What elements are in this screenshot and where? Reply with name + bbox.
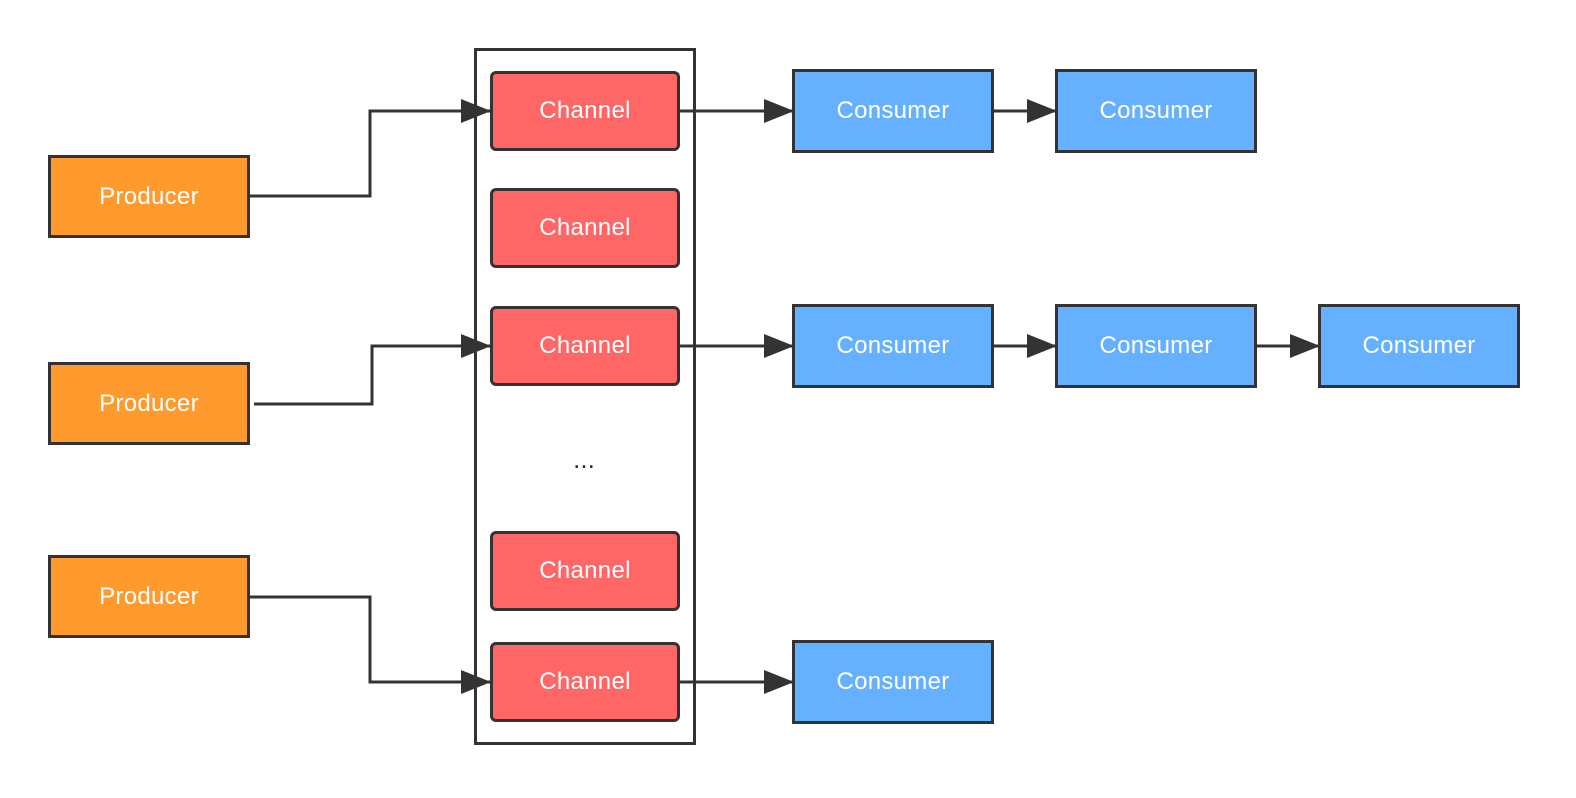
- edge-producer3-channel5: [250, 595, 491, 694]
- consumer-node-row1-1: Consumer: [792, 69, 994, 153]
- consumer-node-row2-2: Consumer: [1055, 304, 1257, 388]
- consumer-label: Consumer: [1362, 332, 1476, 359]
- producer-node-3: Producer: [48, 555, 250, 638]
- channel-ellipsis: ...: [573, 444, 595, 474]
- channel-node-4: Channel: [490, 531, 680, 611]
- edge-producer2-channel3: [254, 334, 491, 406]
- consumer-node-row1-2: Consumer: [1055, 69, 1257, 153]
- consumer-node-row2-3: Consumer: [1318, 304, 1520, 388]
- channel-node-2: Channel: [490, 188, 680, 268]
- channel-container: [474, 48, 696, 745]
- consumer-label: Consumer: [836, 668, 950, 695]
- producer-node-2: Producer: [48, 362, 250, 445]
- channel-label: Channel: [539, 214, 631, 241]
- channel-label: Channel: [539, 97, 631, 124]
- producer-label: Producer: [99, 389, 199, 417]
- producer-label: Producer: [99, 582, 199, 610]
- channel-node-1: Channel: [490, 71, 680, 151]
- channel-node-5: Channel: [490, 642, 680, 722]
- producer-node-1: Producer: [48, 155, 250, 238]
- producer-label: Producer: [99, 182, 199, 210]
- channel-node-3: Channel: [490, 306, 680, 386]
- consumer-label: Consumer: [1099, 97, 1213, 124]
- consumer-node-row2-1: Consumer: [792, 304, 994, 388]
- edge-producer1-channel1: [250, 99, 491, 198]
- channel-label: Channel: [539, 668, 631, 695]
- consumer-label: Consumer: [1099, 332, 1213, 359]
- consumer-label: Consumer: [836, 97, 950, 124]
- channel-label: Channel: [539, 332, 631, 359]
- channel-label: Channel: [539, 557, 631, 584]
- consumer-label: Consumer: [836, 332, 950, 359]
- consumer-node-row3-1: Consumer: [792, 640, 994, 724]
